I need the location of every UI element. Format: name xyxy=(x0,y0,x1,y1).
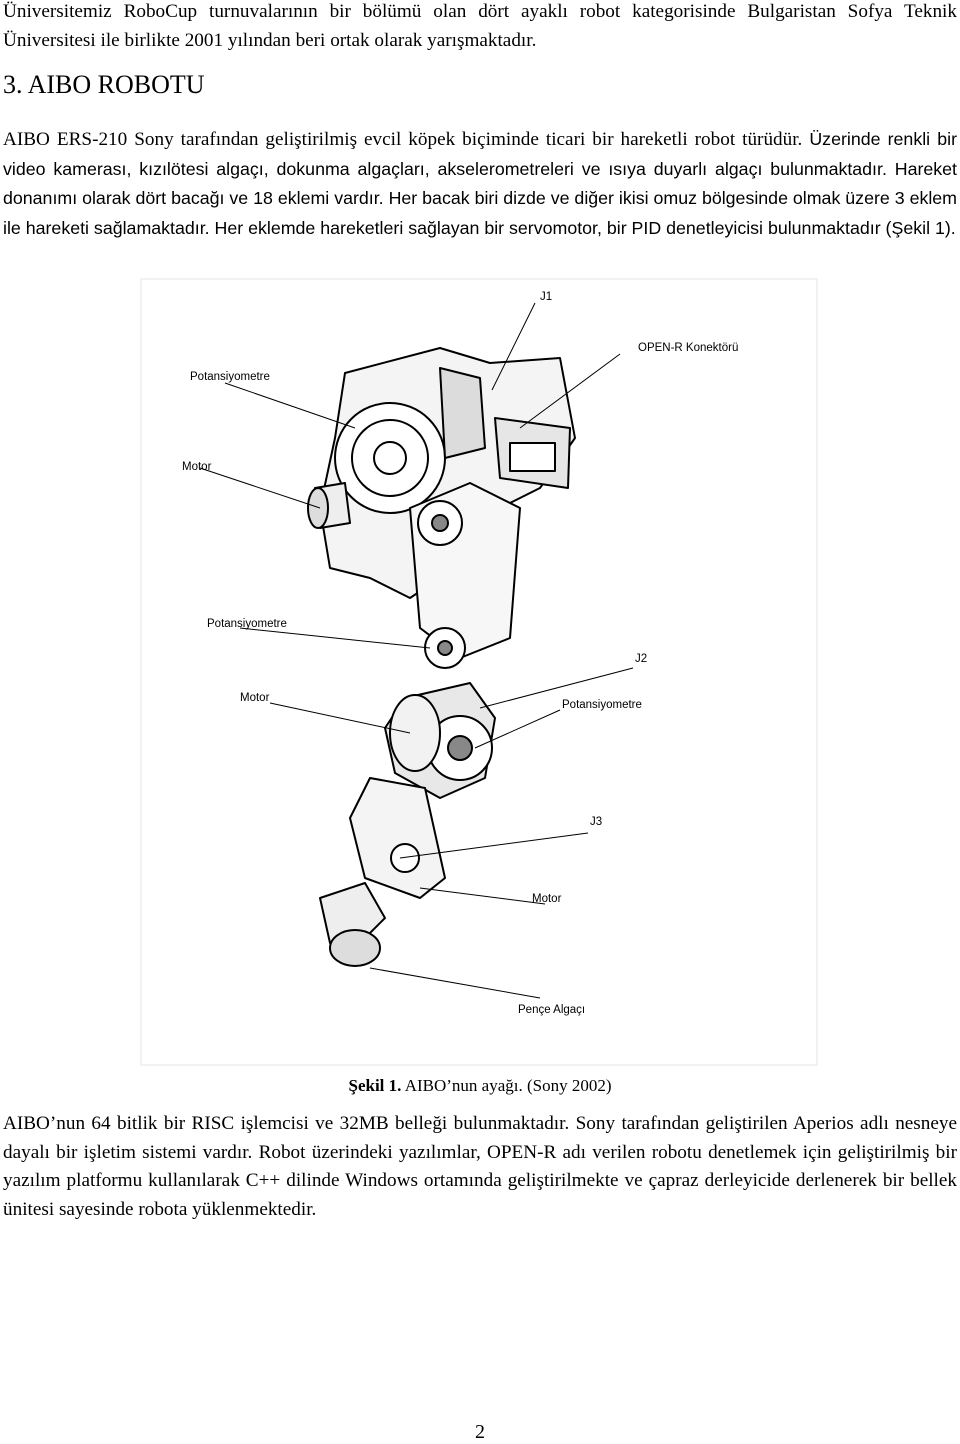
label-potentiometer-3: Potansiyometre xyxy=(562,699,642,711)
section-paragraph: AIBO ERS-210 Sony tarafından geliştirilm… xyxy=(3,125,957,243)
label-j3: J3 xyxy=(590,816,602,828)
figure-caption: Şekil 1. AIBO’nun ayağı. (Sony 2002) xyxy=(0,1076,960,1096)
caption-label: Şekil 1. xyxy=(348,1076,402,1095)
label-paw-sensor: Pençe Algaçı xyxy=(518,1004,585,1016)
section-intro-text: AIBO ERS-210 Sony tarafından geliştirilm… xyxy=(3,129,803,150)
leader-lines xyxy=(199,302,634,999)
section-heading: 3. AIBO ROBOTU xyxy=(3,70,205,99)
caption-text: AIBO’nun ayağı. (Sony 2002) xyxy=(404,1076,612,1095)
label-motor-3: Motor xyxy=(532,893,562,905)
leg-linework xyxy=(307,347,576,967)
intro-paragraph: Üniversitemiz RoboCup turnuvalarının bir… xyxy=(3,1,957,51)
label-potentiometer-1: Potansiyometre xyxy=(190,371,270,383)
label-j1: J1 xyxy=(540,291,552,303)
aibo-leg-drawing: J1 OPEN-R Konektörü Potansiyometre Motor… xyxy=(140,278,818,1066)
label-motor-1: Motor xyxy=(182,461,212,473)
label-j2: J2 xyxy=(635,653,647,665)
label-potentiometer-2: Potansiyometre xyxy=(207,618,287,630)
label-motor-2: Motor xyxy=(240,692,270,704)
body-paragraph: AIBO’nun 64 bitlik bir RISC işlemcisi ve… xyxy=(3,1113,957,1220)
aibo-leg-figure: J1 OPEN-R Konektörü Potansiyometre Motor… xyxy=(140,278,820,1068)
page-number: 2 xyxy=(475,1421,485,1443)
label-open-r-connector: OPEN-R Konektörü xyxy=(638,342,738,354)
sensors-text: Üzerinde renkli bir video kamerası, kızı… xyxy=(3,129,957,238)
